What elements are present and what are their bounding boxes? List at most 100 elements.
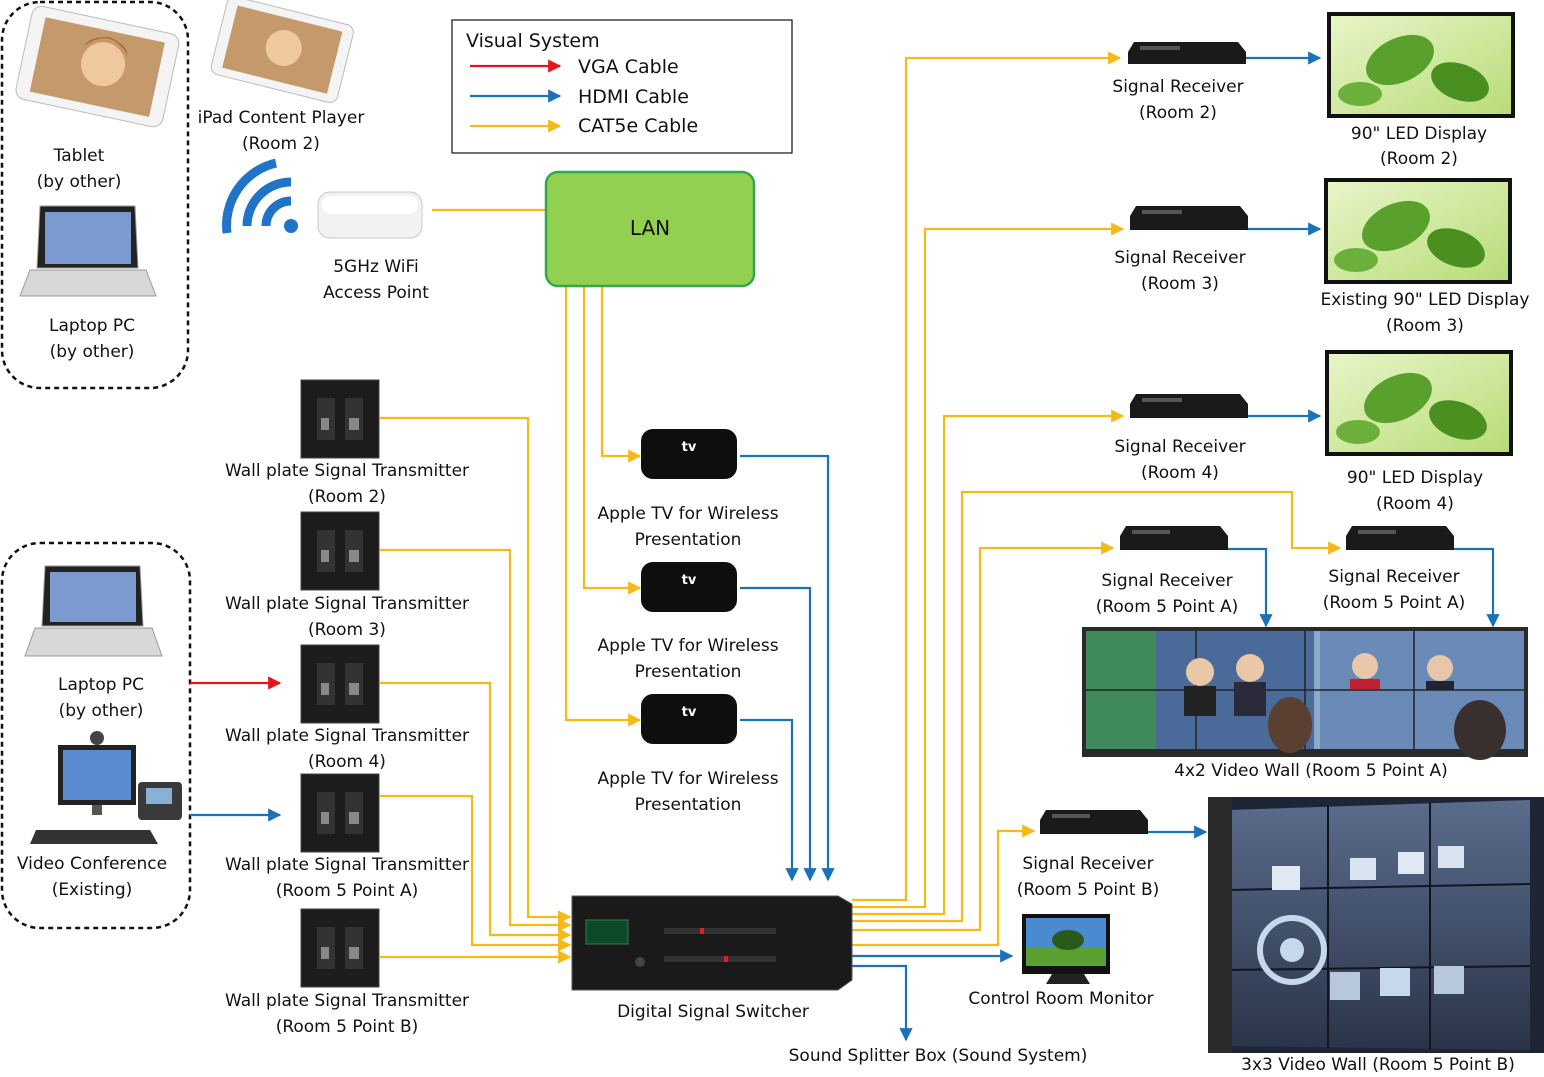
cable-tx3-switcher bbox=[380, 548, 572, 932]
tx5a-label-line1: Wall plate Signal Transmitter bbox=[225, 855, 469, 875]
tx2-label-line2: (Room 2) bbox=[308, 487, 386, 507]
cable-appletv-1-switcher bbox=[740, 454, 835, 882]
video-conference: Video Conference (Existing) bbox=[17, 731, 182, 900]
control-room-monitor: Control Room Monitor bbox=[968, 914, 1154, 1009]
cable-tx5a-switcher bbox=[380, 794, 572, 952]
legend: Visual System VGA Cable HDMI Cable CAT5e… bbox=[451, 19, 793, 154]
rx4-label-line2: (Room 4) bbox=[1141, 463, 1219, 483]
legend-vga: VGA Cable bbox=[578, 56, 679, 78]
ipad-label-line1: iPad Content Player bbox=[198, 108, 365, 128]
rx2-label-line1: Signal Receiver bbox=[1112, 77, 1243, 97]
apple-tv-3: tv Apple TV for Wireless Presentation bbox=[597, 694, 779, 815]
apple-tv-2: tv Apple TV for Wireless Presentation bbox=[597, 562, 779, 682]
transmitter-room-5-point-b: Wall plate Signal Transmitter (Room 5 Po… bbox=[225, 908, 469, 1037]
tablet-label-line2: (by other) bbox=[37, 172, 122, 192]
receiver-room-4: Signal Receiver (Room 4) bbox=[1114, 394, 1248, 483]
rx5a1-label-line2: (Room 5 Point A) bbox=[1096, 597, 1239, 617]
led-display-room-4: 90" LED Display (Room 4) bbox=[1325, 350, 1513, 514]
cables bbox=[190, 51, 1500, 1042]
cable-appletv-2-switcher bbox=[740, 586, 817, 882]
receiver-room-3: Signal Receiver (Room 3) bbox=[1114, 206, 1248, 294]
transmitter-room-3: Wall plate Signal Transmitter (Room 3) bbox=[225, 511, 469, 640]
cable-lan-appletv-3 bbox=[564, 286, 642, 727]
tx5b-label-line1: Wall plate Signal Transmitter bbox=[225, 991, 469, 1011]
cable-tx2-switcher bbox=[380, 416, 572, 924]
apple-tv-3-logo: tv bbox=[682, 705, 697, 720]
laptop-bottom-label-line1: Laptop PC bbox=[58, 675, 144, 695]
rx5b-label-line1: Signal Receiver bbox=[1022, 854, 1153, 874]
cable-switcher-rx5a-2 bbox=[852, 490, 1342, 923]
laptop-top-label-line2: (by other) bbox=[50, 342, 135, 362]
ipad-label-line2: (Room 2) bbox=[242, 134, 320, 154]
cable-switcher-rx2 bbox=[852, 51, 1122, 902]
apple-tv-1: tv Apple TV for Wireless Presentation bbox=[597, 429, 779, 550]
display3-label-line2: (Room 3) bbox=[1386, 316, 1464, 336]
display2-label-line1: 90" LED Display bbox=[1351, 124, 1487, 144]
vc-label-line2: (Existing) bbox=[52, 880, 133, 900]
wifi-ap-label-line2: Access Point bbox=[323, 283, 429, 303]
cable-appletv-3-switcher bbox=[740, 718, 799, 882]
led-display-room-3: Existing 90" LED Display (Room 3) bbox=[1321, 178, 1529, 336]
transmitter-room-5-point-a: Wall plate Signal Transmitter (Room 5 Po… bbox=[225, 773, 469, 901]
rx2-label-line2: (Room 2) bbox=[1139, 103, 1217, 123]
vc-label-line1: Video Conference bbox=[17, 854, 167, 874]
cable-lan-appletv-1 bbox=[600, 286, 642, 463]
display4-label-line2: (Room 4) bbox=[1376, 494, 1454, 514]
cable-switcher-rx3 bbox=[852, 222, 1125, 909]
rx5a2-label-line2: (Room 5 Point A) bbox=[1323, 593, 1466, 613]
legend-cat5e: CAT5e Cable bbox=[578, 115, 698, 137]
cable-rx5a-2-wall bbox=[1452, 547, 1500, 628]
lan-box: LAN bbox=[544, 170, 756, 288]
legend-hdmi: HDMI Cable bbox=[578, 86, 689, 108]
apple-tv-2-logo: tv bbox=[682, 573, 697, 588]
receiver-room-5-point-a-1: Signal Receiver (Room 5 Point A) bbox=[1096, 526, 1239, 617]
legend-title: Visual System bbox=[466, 30, 600, 52]
apple-tv-1-label-line1: Apple TV for Wireless bbox=[597, 504, 778, 524]
display4-label-line1: 90" LED Display bbox=[1347, 468, 1483, 488]
led-display-room-2: 90" LED Display (Room 2) bbox=[1327, 12, 1515, 169]
apple-tv-1-label-line2: Presentation bbox=[635, 530, 742, 550]
laptop-bottom-label-line2: (by other) bbox=[59, 701, 144, 721]
lan-label: LAN bbox=[630, 216, 670, 240]
apple-tv-2-label-line2: Presentation bbox=[635, 662, 742, 682]
apple-tv-1-logo: tv bbox=[682, 440, 697, 455]
switcher-label: Digital Signal Switcher bbox=[617, 1002, 809, 1022]
video-wall-room-5-point-b: 3x3 Video Wall (Room 5 Point B) bbox=[1208, 797, 1544, 1075]
apple-tv-2-label-line1: Apple TV for Wireless bbox=[597, 636, 778, 656]
group-room-sources bbox=[0, 541, 192, 930]
digital-signal-switcher: Digital Signal Switcher bbox=[571, 895, 853, 1022]
tx3-label-line1: Wall plate Signal Transmitter bbox=[225, 594, 469, 614]
ipad-content-player: iPad Content Player (Room 2) bbox=[198, 0, 365, 154]
tx5a-label-line2: (Room 5 Point A) bbox=[276, 881, 419, 901]
laptop-pc-top: Laptop PC (by other) bbox=[19, 205, 157, 362]
receiver-room-5-point-b: Signal Receiver (Room 5 Point B) bbox=[1017, 810, 1159, 900]
sound-splitter-label: Sound Splitter Box (Sound System) bbox=[789, 1046, 1088, 1066]
control-monitor-label: Control Room Monitor bbox=[968, 989, 1153, 1009]
tablet-label-line1: Tablet bbox=[53, 146, 105, 166]
cable-lan-appletv-2 bbox=[582, 286, 642, 595]
group-mobile-devices bbox=[0, 0, 190, 390]
tx4-label-line1: Wall plate Signal Transmitter bbox=[225, 726, 469, 746]
tx2-label-line1: Wall plate Signal Transmitter bbox=[225, 461, 469, 481]
tx3-label-line2: (Room 3) bbox=[308, 620, 386, 640]
tx5b-label-line2: (Room 5 Point B) bbox=[276, 1017, 419, 1037]
apple-tv-3-label-line1: Apple TV for Wireless bbox=[597, 769, 778, 789]
cable-switcher-rx5a-1 bbox=[852, 541, 1115, 932]
transmitter-room-2: Wall plate Signal Transmitter (Room 2) bbox=[225, 379, 469, 507]
apple-tv-3-label-line2: Presentation bbox=[635, 795, 742, 815]
rx3-label-line1: Signal Receiver bbox=[1114, 248, 1245, 268]
rx3-label-line2: (Room 3) bbox=[1141, 274, 1219, 294]
rx4-label-line1: Signal Receiver bbox=[1114, 437, 1245, 457]
laptop-top-label-line1: Laptop PC bbox=[49, 316, 135, 336]
display2-label-line2: (Room 2) bbox=[1380, 149, 1458, 169]
video-wall-b-label: 3x3 Video Wall (Room 5 Point B) bbox=[1241, 1055, 1515, 1075]
video-wall-room-5-point-a: 4x2 Video Wall (Room 5 Point A) bbox=[1082, 627, 1528, 781]
cable-switcher-sound bbox=[852, 964, 913, 1042]
tablet: Tablet (by other) bbox=[15, 5, 180, 192]
transmitter-room-4: Wall plate Signal Transmitter (Room 4) bbox=[225, 644, 469, 772]
cable-rx5a-1-wall bbox=[1226, 547, 1273, 628]
cable-switcher-rx4 bbox=[852, 409, 1125, 916]
wifi-ap-label-line1: 5GHz WiFi bbox=[333, 257, 419, 277]
cable-switcher-rx5b bbox=[852, 824, 1036, 947]
